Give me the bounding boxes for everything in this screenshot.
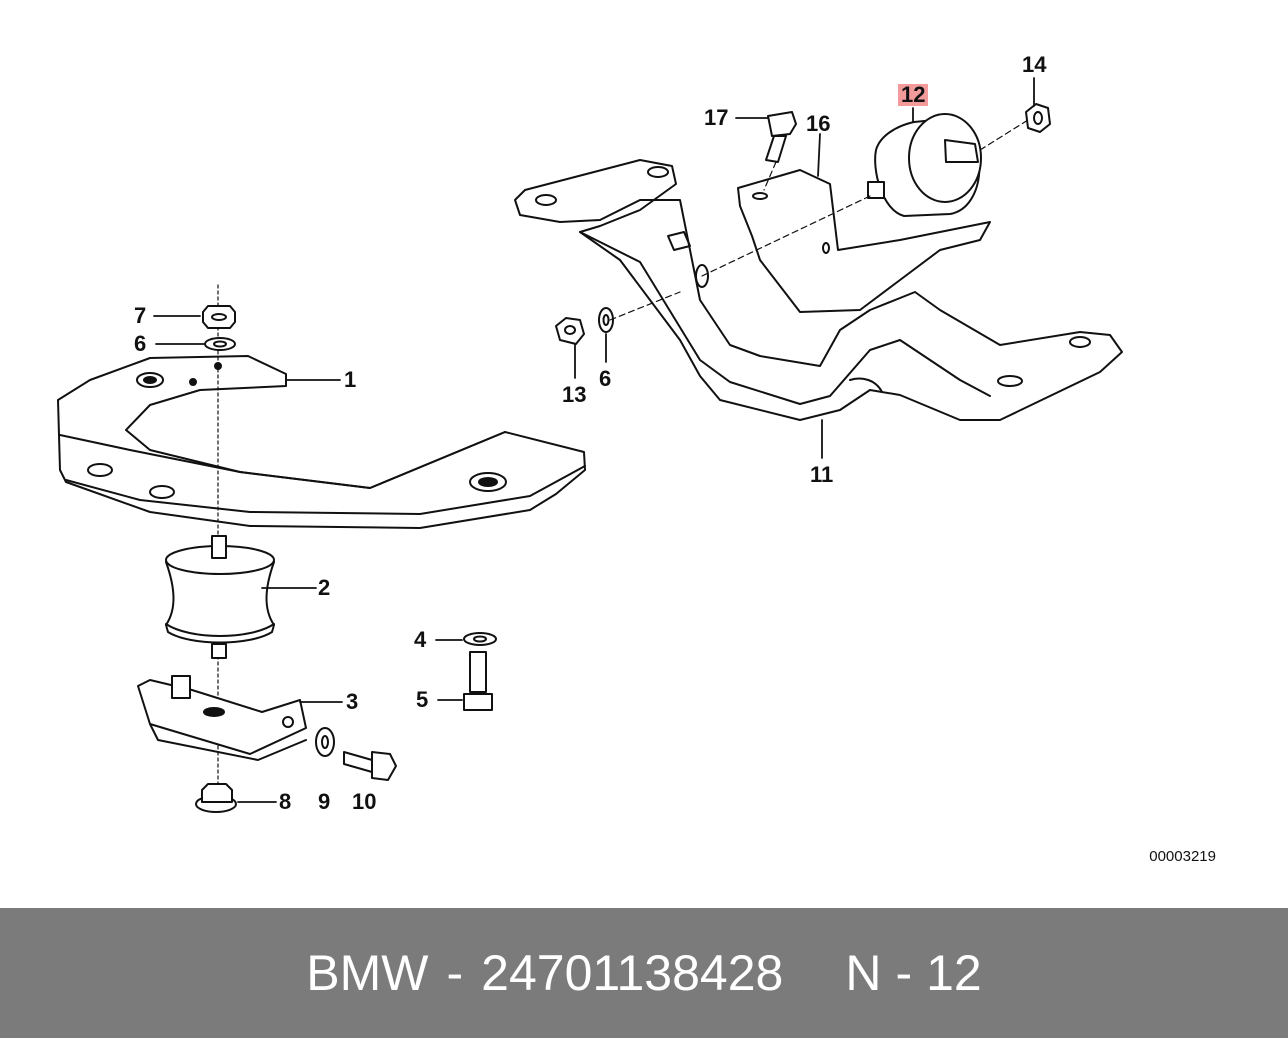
- diagram-drawing: [57, 77, 1123, 813]
- washer-icon: [204, 337, 236, 351]
- callout-9: 9: [318, 789, 331, 814]
- parts-diagram: 1 2 3 4 5 6 7 8 9 10 11 12 13 6 14 16 17…: [57, 52, 1216, 865]
- washer-icon: [463, 632, 497, 646]
- brand-separator: -: [446, 945, 464, 1001]
- flange-nut-icon: [195, 783, 237, 813]
- callout-13: 13: [562, 382, 587, 407]
- engine-mount-12: [867, 113, 982, 217]
- callout-12-highlighted: 12: [898, 84, 929, 106]
- nut-icon: [202, 305, 236, 329]
- callout-2: 2: [318, 575, 331, 600]
- rubber-mount: [165, 535, 275, 659]
- washer-icon: [315, 727, 335, 757]
- nut-icon: [555, 317, 585, 345]
- callout-11: 11: [810, 462, 834, 487]
- support-bracket: [737, 169, 991, 313]
- position-prefix: N: [845, 945, 882, 1001]
- brand-name: BMW: [306, 945, 429, 1001]
- callout-8: 8: [279, 789, 292, 814]
- bolt-icon: [463, 651, 493, 711]
- callout-5: 5: [416, 687, 429, 712]
- leader-lines: [153, 77, 1035, 803]
- part-info-footer: BMW - 24701138428 N - 12: [0, 908, 1288, 1038]
- position-number: 12: [926, 945, 982, 1001]
- callout-7: 7: [134, 303, 147, 328]
- callout-3: 3: [346, 689, 359, 714]
- part-number: 24701138428: [481, 945, 784, 1001]
- washer-icon: [598, 307, 614, 333]
- callout-1: 1: [344, 367, 357, 392]
- crossmember-bracket: [57, 355, 586, 529]
- nut-icon: [1025, 103, 1051, 133]
- callout-6-left: 6: [134, 331, 147, 356]
- position-separator: -: [895, 945, 913, 1001]
- part-info-text: BMW - 24701138428 N - 12: [0, 908, 1288, 1038]
- diagram-reference-code: 00003219: [1149, 848, 1216, 865]
- bolt-icon: [343, 751, 397, 781]
- callout-4: 4: [414, 627, 427, 652]
- mount-bracket: [137, 675, 307, 761]
- bolt-icon: [765, 111, 797, 163]
- crossmember-right: [514, 159, 1123, 421]
- callout-16: 16: [806, 111, 831, 136]
- callout-14: 14: [1022, 52, 1047, 77]
- callout-17: 17: [704, 105, 729, 130]
- callout-10: 10: [352, 789, 377, 814]
- callout-6-right: 6: [599, 366, 612, 391]
